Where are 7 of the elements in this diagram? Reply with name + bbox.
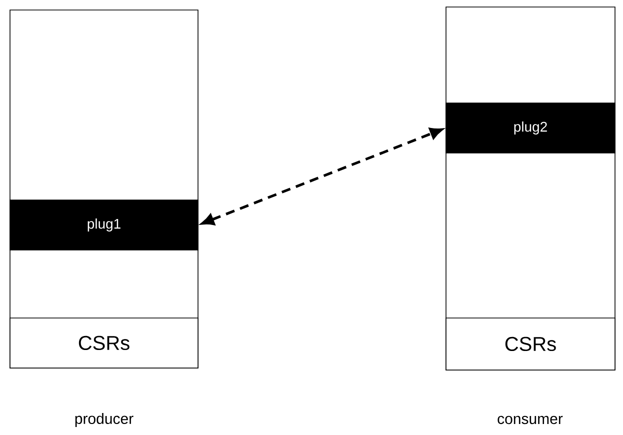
node-label: producer [75,413,134,427]
plug-band: plug1 [10,200,198,250]
arrow [201,128,443,226]
plug-band: plug2 [446,102,616,154]
csr-box: CSRs [446,318,616,370]
csr-box: CSRs [10,318,198,368]
node-label: consumer [498,416,563,424]
